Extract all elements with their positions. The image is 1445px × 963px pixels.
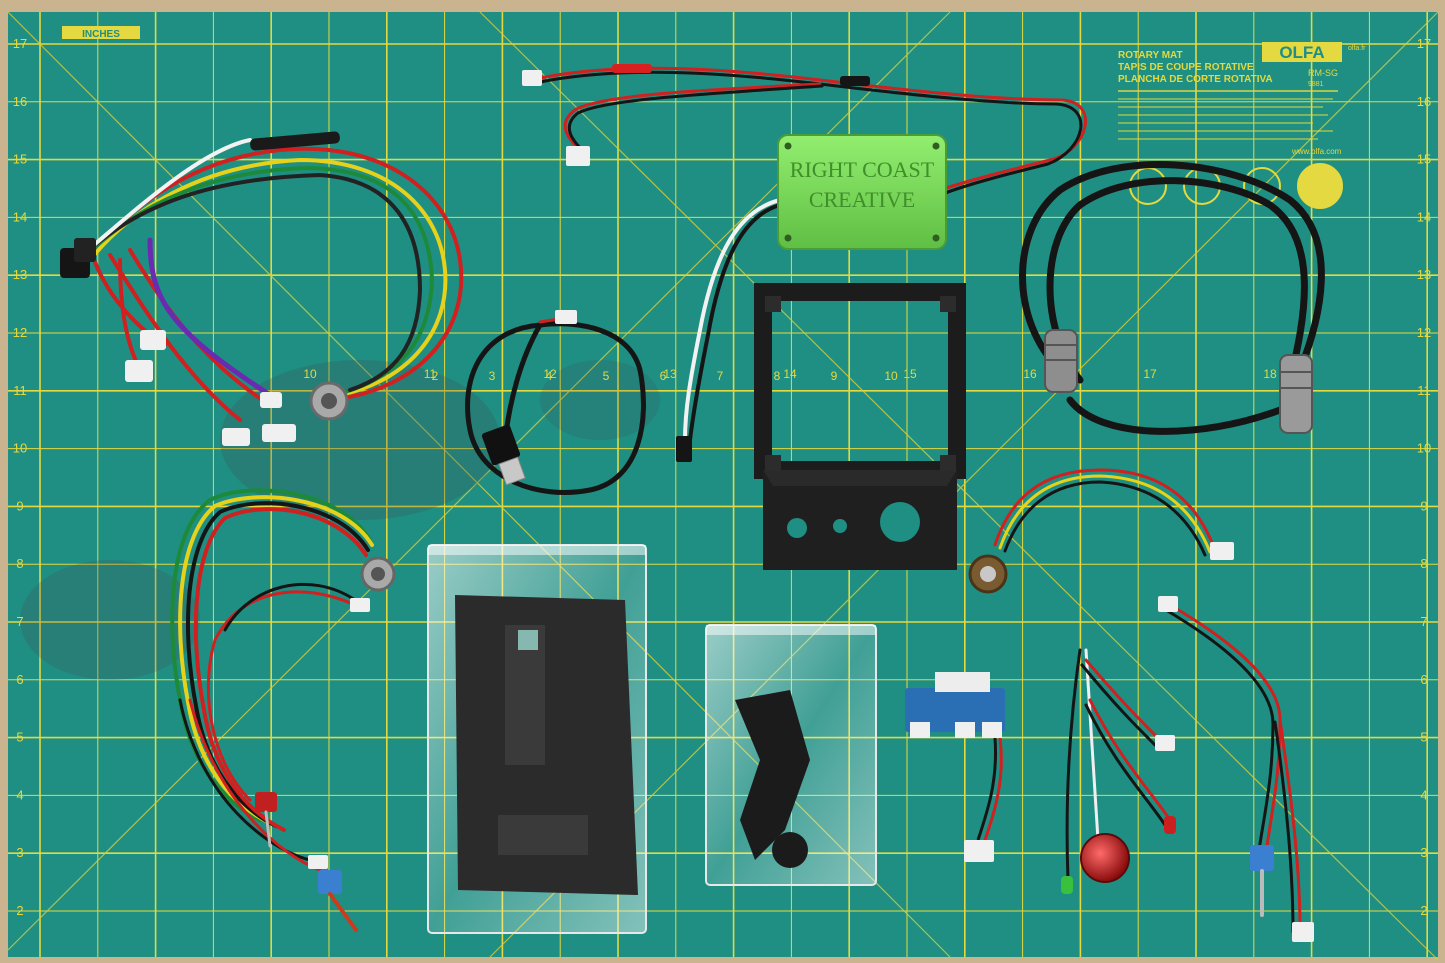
switch-harness [170, 488, 396, 932]
mat-number-small: 4 [546, 369, 553, 383]
toggle-switch [1158, 596, 1314, 942]
mat-number: 13 [663, 367, 677, 381]
right-ruler-number: 9 [1420, 498, 1427, 513]
mat-number-small: 6 [660, 369, 667, 383]
mat-number: 12 [543, 367, 557, 381]
mat-number-small: 8 [774, 369, 781, 383]
right-ruler-number: 3 [1420, 845, 1427, 860]
enclosure-label-line-1: RIGHT COAST [790, 157, 935, 182]
mat-number-small: 3 [489, 369, 496, 383]
left-ruler-number: 13 [13, 267, 27, 282]
power-cable [522, 64, 1087, 197]
right-ruler-number: 17 [1417, 36, 1431, 51]
right-ruler-number: 10 [1417, 441, 1431, 456]
right-ruler: 17 16 15 14 13 12 11 10 9 8 7 6 5 4 3 2 1 [1417, 36, 1431, 963]
left-ruler-number: 8 [16, 556, 23, 571]
mat-number: 17 [1143, 367, 1157, 381]
mat-number: 11 [424, 367, 437, 381]
left-ruler-number: 6 [16, 672, 23, 687]
left-ruler-number: 2 [16, 903, 23, 918]
left-ruler-number: 10 [13, 441, 27, 456]
mat-title-line-2: TAPIS DE COUPE ROTATIVE [1118, 62, 1254, 73]
right-ruler-number: 1 [1420, 961, 1427, 963]
wire-harness-top-left [60, 131, 464, 446]
right-ruler-number: 7 [1420, 614, 1427, 629]
right-ruler-number: 6 [1420, 672, 1427, 687]
olfa-logo [1262, 42, 1342, 62]
right-ruler-number: 2 [1420, 903, 1427, 918]
left-ruler-number: 15 [13, 152, 27, 167]
mat-model: RM-SG [1308, 68, 1338, 78]
olfa-site-small: olfa.fr [1348, 45, 1366, 52]
right-ruler-number: 14 [1417, 209, 1431, 224]
printed-frame [754, 283, 966, 570]
mat-number: 10 [303, 367, 317, 381]
usb-cable [465, 310, 646, 495]
left-ruler-number: 11 [13, 383, 27, 398]
mat-number: 14 [783, 367, 797, 381]
led-button [1061, 648, 1176, 894]
mat-number-small: 10 [884, 369, 898, 383]
potentiometer [968, 468, 1234, 594]
aviation-cable [1019, 161, 1325, 435]
right-ruler-number: 8 [1420, 556, 1427, 571]
left-ruler-number: 1 [16, 961, 23, 963]
mat-number-small: 9 [831, 369, 838, 383]
enclosure-label-line-2: CREATIVE [809, 187, 915, 212]
right-ruler-number: 5 [1420, 730, 1427, 745]
arduino-board [905, 672, 1005, 862]
right-ruler-number: 12 [1417, 325, 1431, 340]
left-ruler-number: 3 [16, 845, 23, 860]
inches-label-text: INCHES [82, 29, 120, 40]
mat-number-small: 7 [717, 369, 724, 383]
left-ruler-number: 9 [16, 498, 23, 513]
mat-number: 15 [903, 367, 917, 381]
right-ruler-number: 15 [1417, 152, 1431, 167]
inches-label: INCHES [62, 26, 140, 40]
green-enclosure: RIGHT COAST CREATIVE [676, 134, 947, 462]
mat-number: 16 [1023, 367, 1037, 381]
right-ruler-number: 16 [1417, 94, 1431, 109]
right-ruler-number: 13 [1417, 267, 1431, 282]
left-ruler-number: 14 [13, 209, 27, 224]
olfa-logo-text: OLFA [1279, 43, 1324, 62]
left-ruler: 17 16 15 14 13 12 11 10 9 8 7 6 5 4 3 2 1 [13, 36, 27, 963]
left-ruler-number: 5 [16, 730, 23, 745]
left-ruler-number: 12 [13, 325, 27, 340]
mat-number-small: 5 [603, 369, 610, 383]
mid-numbers: 2 3 4 5 6 7 8 9 10 [432, 369, 898, 383]
mat-title-line-1: ROTARY MAT [1118, 50, 1183, 61]
mat-number-small: 2 [432, 369, 439, 383]
left-ruler-number: 16 [13, 94, 27, 109]
left-ruler-number: 7 [16, 614, 23, 629]
right-ruler-number: 11 [1417, 383, 1431, 398]
mat-model-code: 9881 [1308, 81, 1324, 88]
bagged-panel [427, 544, 647, 934]
top-numbers: 10 11 12 13 14 15 16 17 18 [303, 367, 1277, 381]
mat-number: 18 [1263, 367, 1277, 381]
right-ruler-number: 4 [1420, 787, 1427, 802]
left-ruler-number: 4 [16, 787, 23, 802]
mat-website: www.olfa.com [1291, 147, 1342, 156]
bagged-parts [705, 624, 877, 886]
mat-title-line-3: PLANCHA DE CORTE ROTATIVA [1118, 74, 1273, 85]
left-ruler-number: 17 [13, 36, 27, 51]
